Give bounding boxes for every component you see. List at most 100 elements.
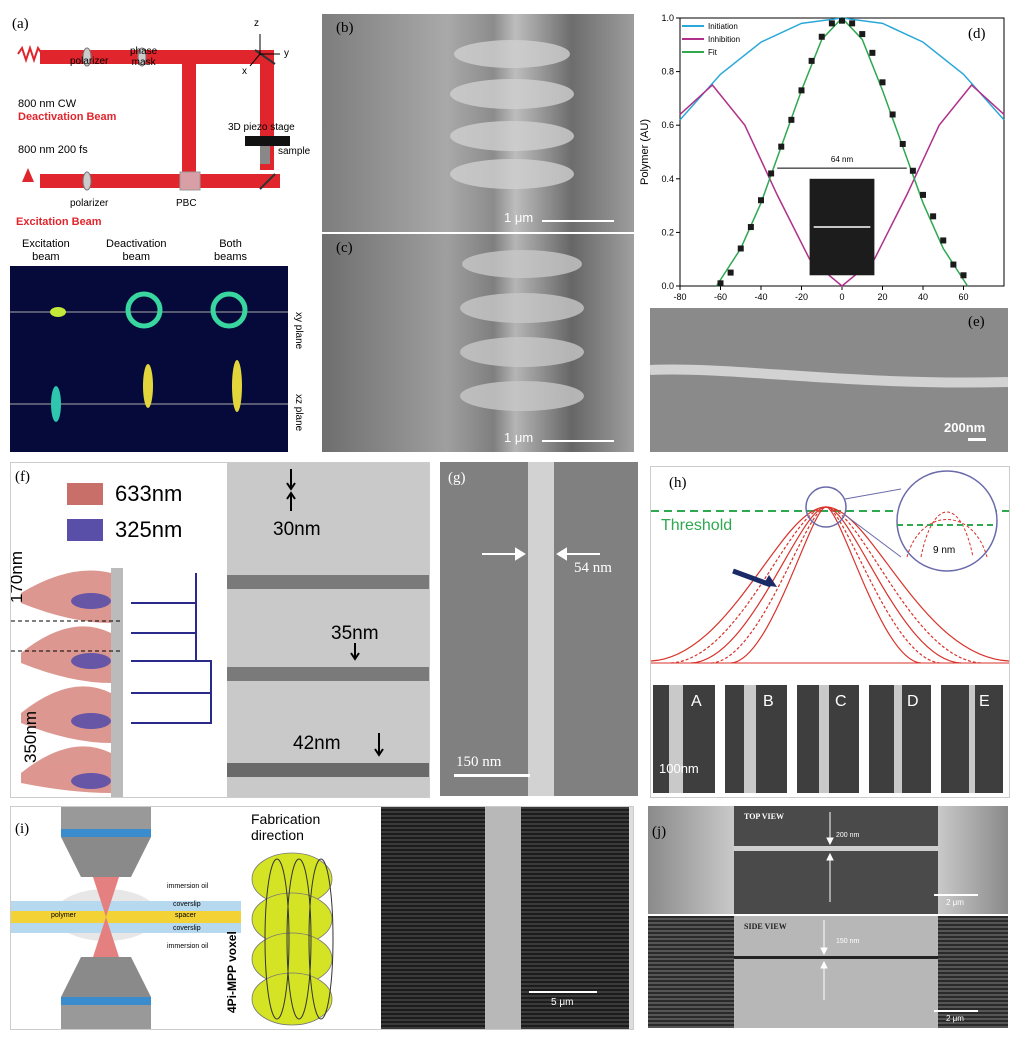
width-annotation: 64 nm <box>831 155 854 164</box>
panel-j: (j) TOP VIEW 200 nm 2 μm SIDE VIEW 150 n… <box>648 806 1008 1028</box>
data-point <box>778 143 785 150</box>
panel-label-d: (d) <box>968 26 986 42</box>
sem-tile-wire <box>819 685 829 793</box>
scale-label-b: 1 μm <box>504 210 534 225</box>
fs-text: 800 nm 200 fs <box>18 144 88 156</box>
data-point <box>940 237 947 244</box>
immersion-oil-top: immersion oil <box>167 883 209 890</box>
sem-tile-wire <box>969 685 975 793</box>
y-tick-label: 0.6 <box>661 120 674 130</box>
scale-bar-b <box>542 220 614 222</box>
psf-images <box>10 266 288 452</box>
side-view-image: SIDE VIEW 150 nm 2 μm <box>648 916 1008 1028</box>
data-point <box>909 167 916 174</box>
standing-wave-diagram <box>11 568 212 797</box>
sem-tile-letter: D <box>907 693 919 710</box>
spacer-label: spacer <box>175 912 197 919</box>
wire-top <box>734 846 938 851</box>
x-tick-label: -20 <box>795 292 808 302</box>
data-point <box>859 31 866 38</box>
panel-e: (e) 200nm <box>650 308 1008 452</box>
sem-tile-letter: E <box>979 693 990 710</box>
coverslip-bottom: coverslip <box>173 925 201 932</box>
data-point <box>727 269 734 276</box>
sem-image-i: 5 μm <box>381 807 633 1029</box>
data-point <box>899 140 906 147</box>
nanowire-g <box>528 462 554 796</box>
wire-i <box>485 807 521 1029</box>
scale-bar-i <box>529 991 597 993</box>
data-point <box>839 17 845 24</box>
pbc-label: PBC <box>176 198 197 209</box>
data-point <box>808 57 815 64</box>
scale-bar-c <box>542 440 614 442</box>
panel-g: (g) 54 nm 150 nm <box>440 462 638 796</box>
y-tick-label: 0.8 <box>661 67 674 77</box>
legend-swatch-325 <box>67 519 103 541</box>
panel-label-h: (h) <box>669 475 687 491</box>
polymer-label: polymer <box>51 912 76 919</box>
col-deactivation: Deactivation beam <box>106 238 167 263</box>
legend-label-fit: Fit <box>708 48 718 57</box>
sem-tile-letter: A <box>691 693 702 710</box>
sem-tile-letter: C <box>835 693 847 710</box>
axis-z-label: z <box>254 18 259 29</box>
immersion-oil-bottom: immersion oil <box>167 943 209 950</box>
sem-tile-d: D <box>869 685 931 793</box>
panel-label-e: (e) <box>968 314 985 330</box>
xz-plane-label: xz plane <box>293 394 304 432</box>
panel-label-c: (c) <box>336 240 353 256</box>
optical-setup-diagram <box>17 34 290 191</box>
series-line-inhibition <box>679 83 1005 287</box>
legend-325-label: 325nm <box>115 517 183 542</box>
scale-label-c: 1 μm <box>504 430 534 445</box>
sem-tile-letter: B <box>763 693 774 710</box>
data-point <box>950 261 957 268</box>
scale-bar-e <box>968 438 986 441</box>
tem-image-f: 30nm 35nm 42nm <box>227 463 429 797</box>
deactivation-beam-title: Deactivation Beam <box>18 111 117 123</box>
panel-f: (f) 633nm 325nm 170nm 350nm <box>10 462 430 798</box>
y-tick-label: 0.0 <box>661 281 674 291</box>
col-both: Both beams <box>214 238 248 263</box>
side-view-dim: 150 nm <box>836 938 860 945</box>
gap-i <box>629 807 633 1029</box>
data-point <box>960 272 967 279</box>
scale-label-i: 5 μm <box>551 997 574 1008</box>
scale-bar-j2 <box>934 1010 978 1012</box>
x-tick-label: 20 <box>877 292 887 302</box>
polarizer-top-label: polarizer <box>70 56 109 67</box>
sem-tile-c: C <box>797 685 859 793</box>
x-tick-label: 40 <box>918 292 928 302</box>
measure-30nm: 30nm <box>273 519 321 540</box>
data-point <box>747 224 754 231</box>
data-point <box>930 213 937 220</box>
panel-a: (a) z y x polarizer phase mask 800 nm CW… <box>10 14 320 452</box>
legend-633-label: 633nm <box>115 481 183 506</box>
y-tick-label: 1.0 <box>661 13 674 23</box>
x-tick-label: -40 <box>754 292 767 302</box>
data-point <box>849 20 856 27</box>
sem-tile-b: B <box>725 685 787 793</box>
sample-label: sample <box>278 146 311 157</box>
axis-y-label: y <box>284 48 289 59</box>
x-tick-label: -80 <box>673 292 686 302</box>
data-point <box>869 49 876 56</box>
data-point <box>798 87 805 94</box>
dim-170nm: 170nm <box>10 551 26 603</box>
panel-label-b: (b) <box>336 20 354 36</box>
threshold-diagram <box>651 470 1009 664</box>
panel-label-j: (j) <box>652 824 667 840</box>
voxel-stack-diagram <box>251 852 334 1026</box>
objective-setup-diagram <box>11 807 241 1029</box>
data-point <box>737 245 744 252</box>
scale-label-h: 100nm <box>659 761 699 776</box>
threshold-label: Threshold <box>661 517 733 534</box>
data-point <box>889 111 896 118</box>
sem-tile-e: E <box>941 685 1003 793</box>
top-view-dim: 200 nm <box>836 832 860 839</box>
sem-tile-a: A <box>653 685 715 793</box>
y-axis-label: Polymer (AU) <box>639 119 651 185</box>
sem-tile-wire <box>894 685 902 793</box>
